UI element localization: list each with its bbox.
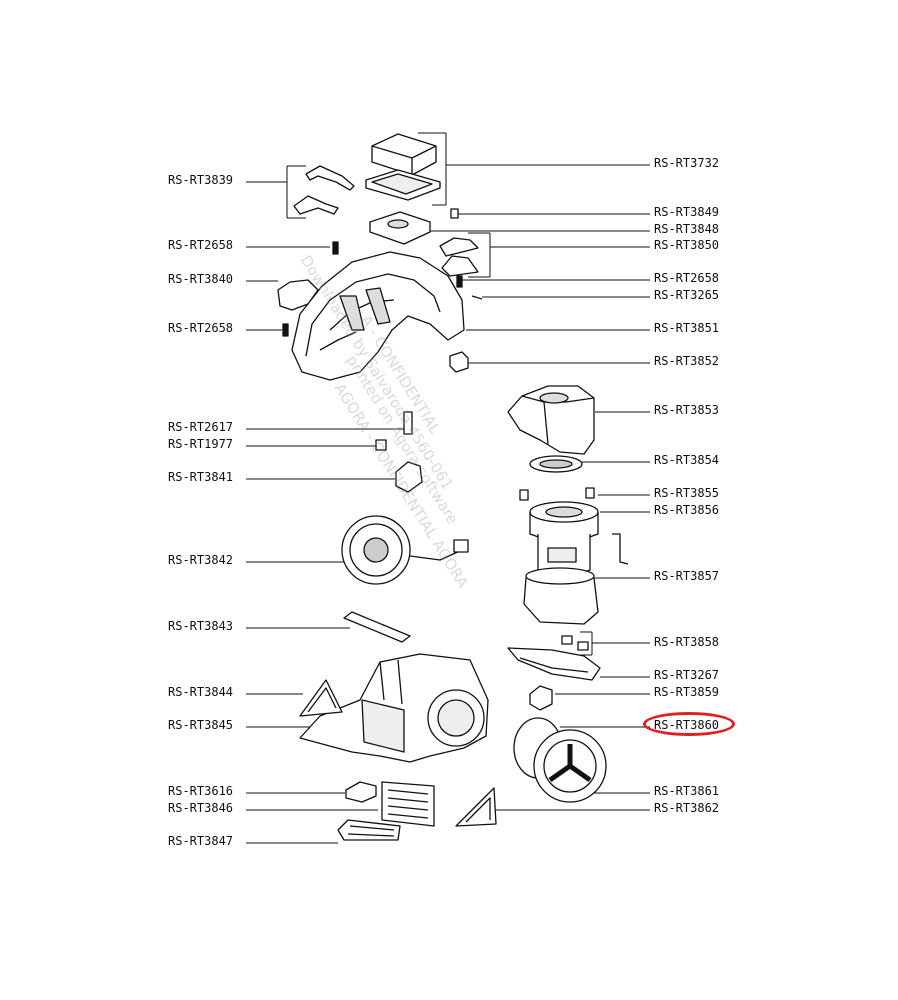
part-label: RS-RT3267 [654,668,720,682]
part-label: RS-RT3846 [168,801,234,815]
part-label: RS-RT3854 [654,453,720,467]
part-label: RS-RT3850 [654,238,720,252]
part-label: RS-RT3861 [654,784,720,798]
part-label: RS-RT3859 [654,685,720,699]
part-label: RS-RT3853 [654,403,720,417]
part-label: RS-RT3840 [168,272,234,286]
part-label: RS-RT3841 [168,470,234,484]
part-label: RS-RT3857 [654,569,720,583]
part-label: RS-RT3848 [654,222,720,236]
part-label: RS-RT3855 [654,486,720,500]
part-label: RS-RT2658 [654,271,720,285]
part-label: RS-RT3852 [654,354,720,368]
part-label: RS-RT3843 [168,619,234,633]
part-label: RS-RT3856 [654,503,720,517]
part-label: RS-RT3616 [168,784,234,798]
part-label: RS-RT3858 [654,635,720,649]
part-label: RS-RT3844 [168,685,234,699]
part-label: RS-RT3849 [654,205,720,219]
part-label: RS-RT3845 [168,718,234,732]
part-label: RS-RT3851 [654,321,720,335]
part-label: RS-RT3839 [168,173,234,187]
part-label: RS-RT1977 [168,437,234,451]
part-label: RS-RT3862 [654,801,720,815]
part-label: RS-RT3732 [654,156,720,170]
part-label: RS-RT3842 [168,553,234,567]
highlight-ellipse [643,712,735,736]
part-label: RS-RT3847 [168,834,234,848]
part-label: RS-RT2617 [168,420,234,434]
part-label: RS-RT3265 [654,288,720,302]
part-label: RS-RT2658 [168,321,234,335]
part-label: RS-RT2658 [168,238,234,252]
